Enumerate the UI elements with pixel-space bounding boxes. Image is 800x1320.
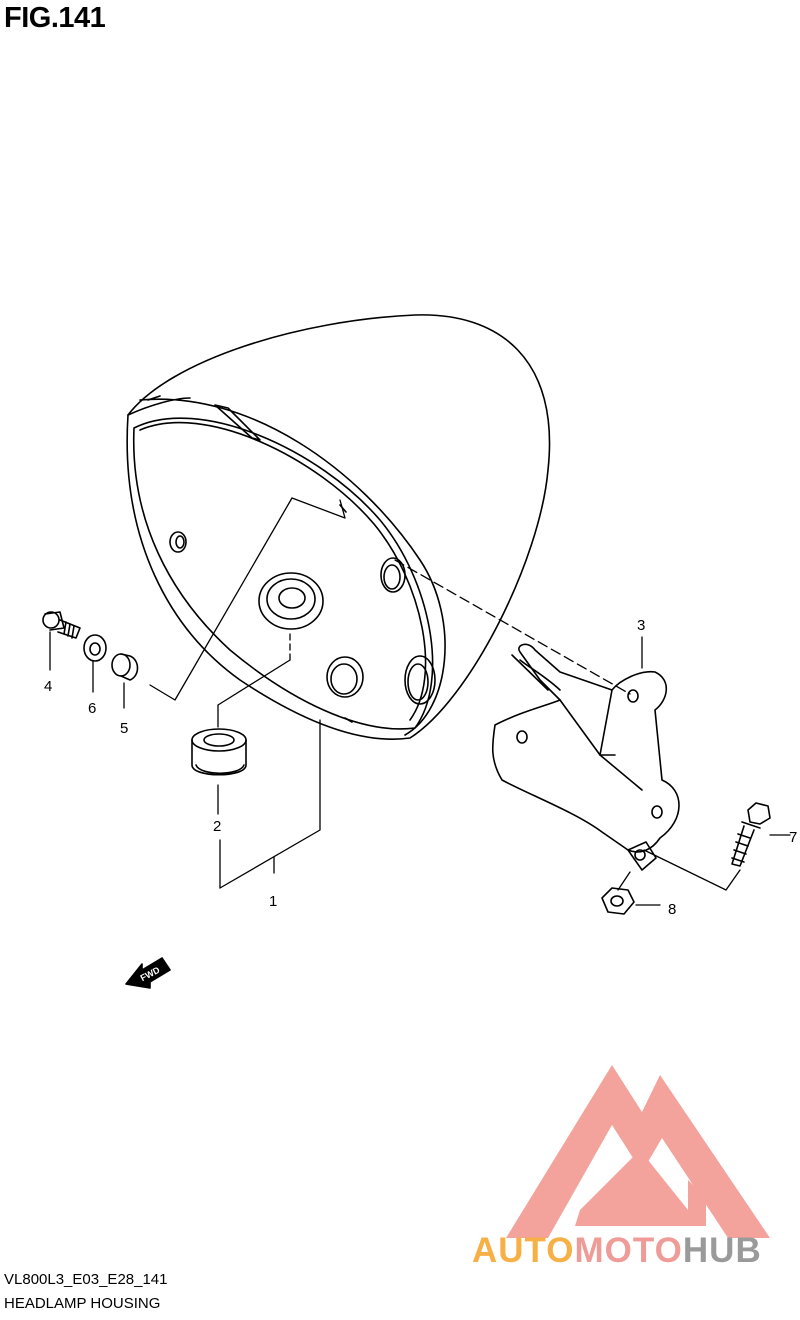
- callout-4: 4: [44, 678, 52, 695]
- watermark-auto: AUTO: [472, 1231, 575, 1270]
- leader-lines: [49, 497, 791, 906]
- bolt: [731, 802, 771, 867]
- washer: [83, 634, 107, 662]
- callout-labels: 1 2 3 4 5 6 7 8: [44, 617, 797, 918]
- callout-5: 5: [120, 720, 128, 737]
- headlamp-housing-shell: [126, 314, 551, 740]
- fwd-arrow: FWD: [125, 957, 171, 989]
- collar: [111, 653, 139, 681]
- callout-8: 8: [668, 901, 676, 918]
- diagram-name: HEADLAMP HOUSING: [4, 1295, 161, 1312]
- diagram-code: VL800L3_E03_E28_141: [4, 1271, 168, 1288]
- callout-3: 3: [637, 617, 645, 634]
- callout-6: 6: [88, 700, 96, 717]
- callout-7: 7: [789, 829, 797, 846]
- watermark-moto: MOTO: [574, 1231, 683, 1270]
- nut: [601, 887, 635, 915]
- watermark-logo: [506, 1065, 770, 1238]
- callout-1: 1: [269, 893, 277, 910]
- figure-title: FIG.141: [4, 2, 106, 34]
- callout-2: 2: [213, 818, 221, 835]
- headlamp-bracket: [491, 643, 680, 871]
- grommet: [191, 728, 247, 776]
- watermark-hub: HUB: [682, 1231, 762, 1270]
- screw: [42, 611, 81, 639]
- watermark-text: AUTOMOTOHUB: [472, 1231, 762, 1271]
